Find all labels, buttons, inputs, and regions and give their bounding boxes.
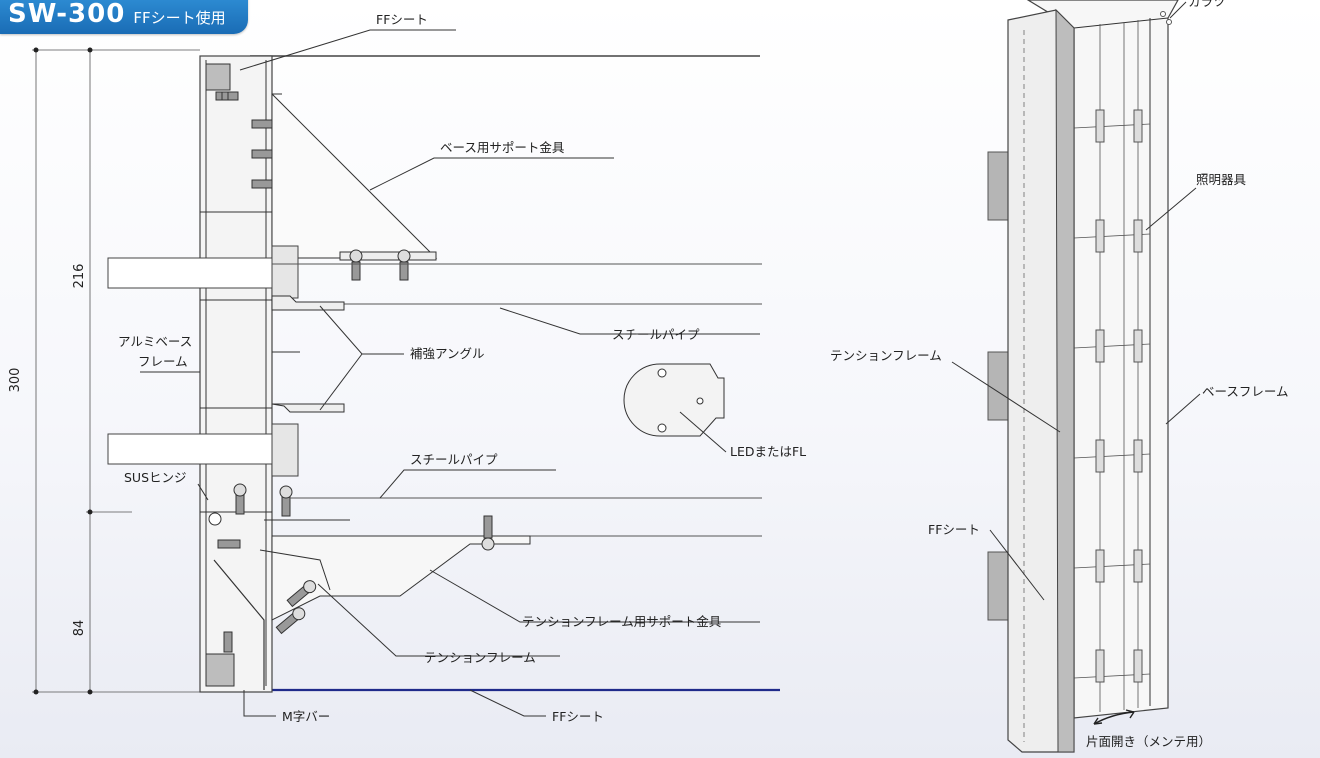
label-steel-pipe-lower: スチールパイプ: [410, 452, 498, 467]
screw: [397, 249, 411, 281]
screw: [279, 485, 293, 517]
section-drawing: 300 216 84: [8, 12, 806, 724]
model-subtitle: FFシート使用: [133, 8, 226, 27]
label-persp-ff-sheet: FFシート: [928, 522, 980, 537]
leader-lines: [140, 29, 760, 717]
dim-dot: [33, 47, 39, 53]
label-ff-sheet-bottom: FFシート: [552, 709, 604, 724]
label-m-bar: M字バー: [282, 709, 330, 724]
dim-dot: [87, 689, 93, 695]
mount-block: [987, 351, 1011, 421]
title-badge: SW-300 FFシート使用: [0, 0, 248, 34]
label-tension-support: テンションフレーム用サポート金具: [522, 614, 722, 629]
label-cap: カラツ: [1188, 0, 1226, 9]
screw: [481, 515, 495, 551]
label-persp-tension-frame: テンションフレーム: [830, 348, 942, 363]
label-base-frame: ベースフレーム: [1202, 384, 1289, 399]
led-fixture: [623, 363, 725, 437]
dim-total: 300: [8, 368, 23, 393]
label-alumi-base-1: アルミベース: [118, 334, 192, 349]
label-alumi-base-2: フレーム: [138, 354, 188, 369]
label-base-support: ベース用サポート金具: [440, 140, 565, 155]
label-steel-pipe-upper: スチールパイプ: [612, 327, 700, 342]
label-maintenance: 片面開き（メンテ用）: [1086, 734, 1211, 749]
label-ff-sheet-top: FFシート: [376, 12, 428, 27]
label-reinforce-angle: 補強アングル: [410, 346, 485, 361]
dim-dot: [87, 47, 93, 53]
dimension-lines: 300 216 84: [8, 47, 200, 695]
screw: [223, 631, 233, 653]
screw: [217, 539, 241, 549]
screw: [233, 483, 247, 515]
perspective-leaders: [951, 1, 1201, 601]
maintenance-arrow-icon: [1093, 709, 1135, 725]
tension-frame-panel: [1007, 8, 1075, 753]
base-support-bracket: [271, 92, 438, 281]
steel-pipe-upper: [107, 245, 762, 305]
steel-pipe-lower: [107, 423, 762, 537]
dim-dot: [87, 509, 93, 515]
mount-block: [987, 551, 1011, 621]
screw: [275, 607, 306, 635]
screw: [215, 91, 239, 101]
screw: [286, 580, 317, 608]
mount-block: [987, 151, 1011, 221]
label-lighting: 照明器具: [1196, 172, 1247, 187]
dim-dot: [33, 689, 39, 695]
dim-lower: 84: [72, 620, 87, 637]
label-sus-hinge: SUSヒンジ: [124, 470, 187, 485]
section-labels: FFシート ベース用サポート金具 スチールパイプ アルミベース フレーム 補強ア…: [118, 12, 806, 724]
perspective-labels: カラツ 照明器具 テンションフレーム ベースフレーム FFシート 片面開き（メン…: [830, 0, 1289, 749]
label-led-fl: LEDまたはFL: [730, 444, 806, 459]
tension-support-bracket: [264, 515, 531, 635]
label-tension-frame: テンションフレーム: [424, 650, 536, 665]
dim-upper: 216: [72, 264, 87, 289]
perspective-drawing: カラツ 照明器具 テンションフレーム ベースフレーム FFシート 片面開き（メン…: [830, 0, 1289, 753]
model-name: SW-300: [8, 0, 126, 29]
screw: [349, 249, 363, 281]
tension-frame: [213, 549, 331, 690]
reinforce-angles: [271, 295, 345, 413]
